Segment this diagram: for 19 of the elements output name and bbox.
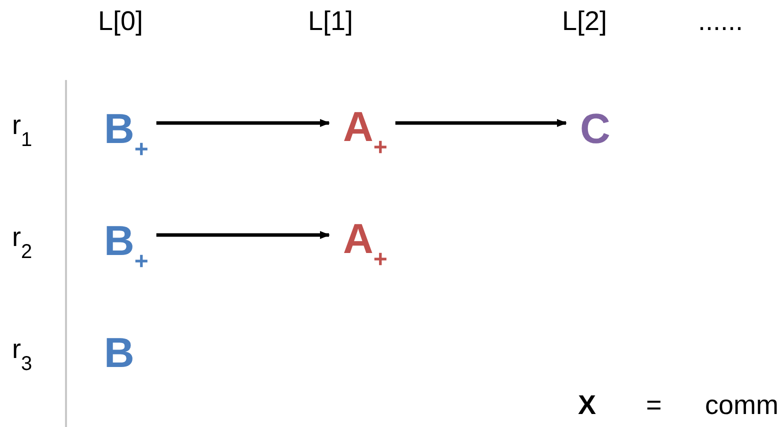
column-header: L[0] — [98, 8, 144, 35]
arrow — [395, 119, 567, 127]
variable-label: A$_{+}$ — [343, 218, 388, 272]
row-label: r$_{2}$ — [12, 224, 32, 262]
variable-label: A$_{+}$ — [343, 106, 388, 160]
arrow — [156, 231, 330, 239]
ellipsis: ...... — [698, 8, 744, 35]
row-label: r$_{3}$ — [12, 336, 32, 374]
variable-label: C — [580, 108, 610, 150]
column-header: L[1] — [308, 8, 354, 35]
variable-label: B$_{+}$ — [104, 220, 148, 274]
equals-sign: = — [646, 392, 662, 419]
symbol: X — [578, 392, 596, 419]
text: comm — [705, 392, 778, 419]
column-header: L[2] — [562, 8, 608, 35]
arrow — [156, 119, 330, 127]
variable-label: B$_{+}$ — [104, 108, 148, 162]
row-label: r$_{1}$ — [12, 112, 32, 150]
variable-label: B — [104, 332, 134, 374]
